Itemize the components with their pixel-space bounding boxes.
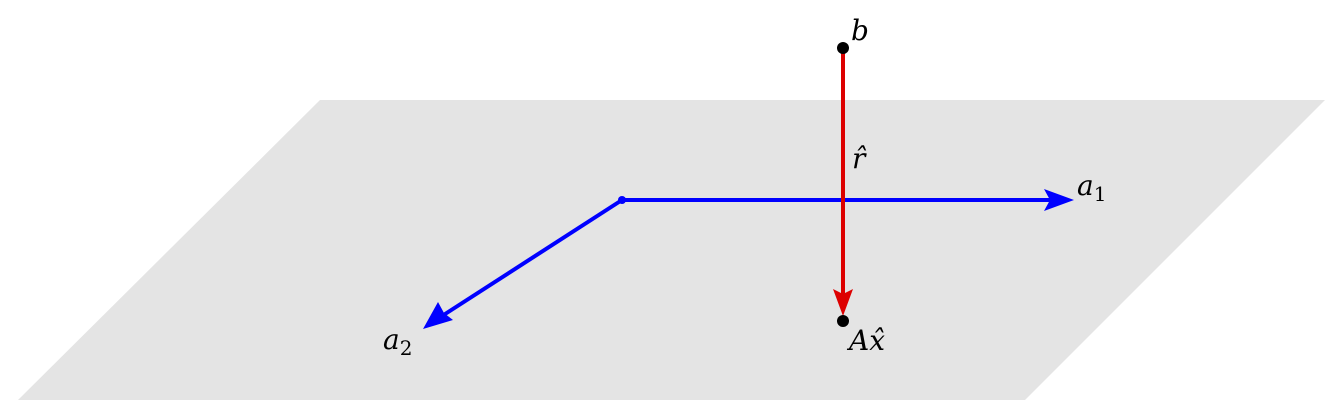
label-b: b	[851, 14, 869, 47]
label-a2: a2	[383, 323, 412, 360]
point-a-x-hat	[837, 315, 849, 327]
label-a1-main: a	[1077, 169, 1094, 202]
point-b	[837, 42, 849, 54]
label-a2-main: a	[383, 323, 400, 356]
a1-arrowhead	[1044, 189, 1074, 211]
label-a2-sub: 2	[400, 336, 413, 360]
label-a-x-hat: Ax̂	[846, 324, 885, 357]
label-r-hat: r̂	[852, 142, 867, 175]
label-a1-sub: 1	[1094, 182, 1107, 206]
origin-point	[618, 196, 626, 204]
residual-arrowhead	[833, 289, 853, 316]
column-space-plane	[18, 100, 1325, 400]
a2-arrowhead	[423, 302, 453, 329]
label-a1: a1	[1077, 169, 1106, 206]
a2-vector-shaft	[440, 198, 624, 318]
